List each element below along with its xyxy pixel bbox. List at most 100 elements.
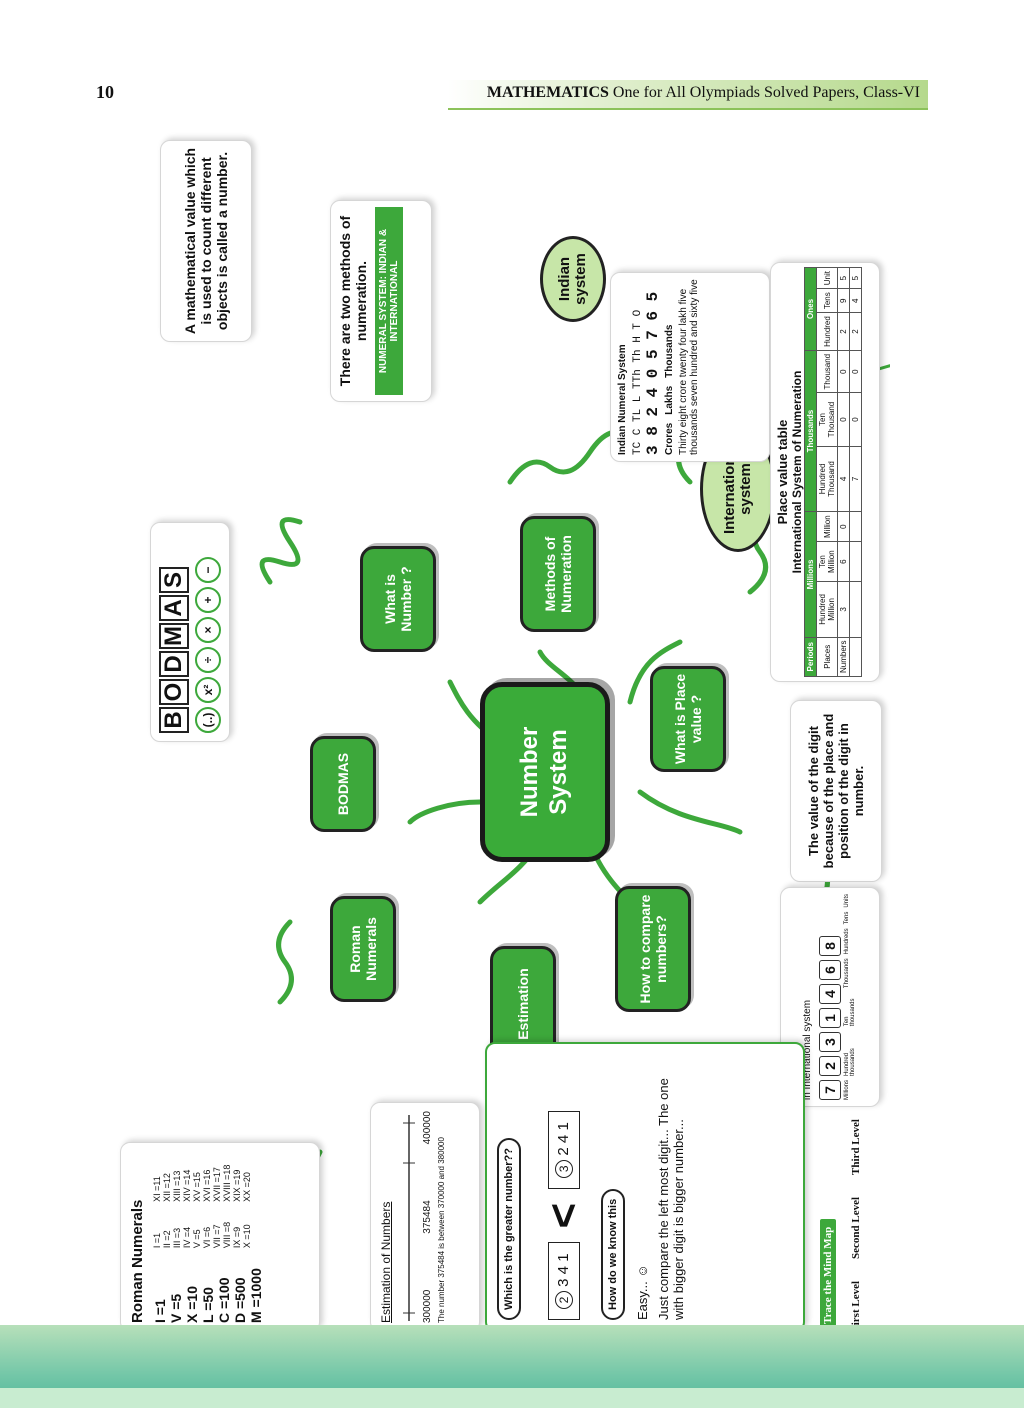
roman-big: L =50	[200, 1287, 216, 1323]
roman-big: M =1000	[248, 1268, 264, 1323]
pv-place: Hundred	[816, 312, 838, 351]
pv-place: Ten Million	[816, 541, 838, 582]
branch-roman[interactable]: Roman Numerals	[330, 896, 396, 1002]
compare-explain: Just compare the left most digit... The …	[656, 1078, 686, 1320]
example-labels: Millions Hundred thousands Ten thousands…	[844, 894, 856, 1100]
methods-label: NUMERAL SYSTEM: INDIAN & INTERNATIONAL	[375, 207, 403, 395]
bodmas-symbols: (..) x² ÷ × + −	[195, 531, 221, 733]
pv-extra: 5	[849, 267, 862, 289]
pv-extra: 4	[849, 288, 862, 313]
book-title-text: One for All Olympiads Solved Papers, Cla…	[612, 84, 920, 101]
example-label: Tens	[844, 911, 850, 925]
branch-bodmas[interactable]: BODMAS	[310, 736, 376, 832]
roman-numerals-box: Roman Numerals I =1 V =5 X =10 L =50 C =…	[120, 1142, 320, 1332]
pv-num: 0	[837, 392, 850, 447]
estimation-box: Estimation of Numbers 300000 375484 4000…	[370, 1102, 480, 1332]
example-digits: 7231468	[819, 894, 841, 1100]
pv-period-ones: Ones	[804, 267, 817, 351]
pv-subtitle: International System of Numeration	[790, 370, 804, 574]
book-title: MATHEMATICS One for All Olympiads Solved…	[487, 84, 920, 102]
methods-text: There are two methods of numeration.	[337, 215, 369, 387]
example-label: Hundreds	[844, 928, 850, 955]
group-lakhs: Lakhs	[664, 385, 675, 415]
pv-num: 0	[837, 350, 850, 393]
bodmas-letter: S	[159, 567, 189, 593]
center-node[interactable]: Number System	[480, 682, 610, 862]
indian-digits: 3 8 2 4 0 5 7 6 5	[644, 291, 662, 455]
example-digit: 6	[819, 960, 841, 980]
roman-item: XX =20	[242, 1172, 252, 1202]
branch-compare[interactable]: How to compare numbers?	[615, 886, 691, 1012]
branch-methods[interactable]: Methods of Numeration	[520, 516, 596, 632]
level-third: Third Level	[850, 1119, 862, 1175]
roman-col1: I =1 II =2 III =3 IV =4 V =5 VI =6 VII =…	[152, 1222, 264, 1248]
pv-num: 9	[837, 288, 850, 313]
pv-extra	[849, 511, 862, 542]
roman-item: VIII =8	[222, 1221, 232, 1249]
roman-big: C =100	[216, 1277, 232, 1323]
pv-num: 2	[837, 312, 850, 351]
methods-box: There are two methods of numeration. NUM…	[330, 200, 432, 402]
example-label: Ten thousands	[844, 998, 856, 1027]
roman-item: IX =9	[232, 1226, 242, 1249]
roman-item: III =3	[172, 1227, 182, 1249]
pv-extra: 0	[849, 350, 862, 393]
example-digit: 8	[819, 936, 841, 956]
subject-label: MATHEMATICS	[486, 84, 609, 101]
branch-what-is-number[interactable]: What is Number ?	[360, 546, 436, 652]
pv-periods-label: Periods	[804, 637, 817, 677]
example-label: Hundred thousands	[844, 1048, 856, 1076]
compare-num2-box: 3 2 4 1	[548, 1111, 580, 1189]
bodmas-letter: D	[159, 651, 189, 677]
pv-place: Hundred Thousand	[816, 446, 838, 512]
divide-icon: ÷	[195, 647, 221, 673]
compare-num2: 2 4 1	[555, 1122, 572, 1156]
pv-place: Million	[816, 511, 838, 542]
estimation-right: 400000	[422, 1111, 433, 1145]
bodmas-letter: O	[159, 679, 189, 705]
compare-num2-circle: 3	[555, 1159, 573, 1178]
roman-item: XVII =17	[212, 1167, 222, 1202]
pv-num: 0	[837, 511, 850, 542]
brackets-icon: (..)	[195, 707, 221, 733]
compare-easy: Easy... ☺	[635, 1264, 650, 1320]
compare-row: 2 3 4 1 < 3 2 4 1	[539, 1054, 589, 1320]
bodmas-letter: B	[159, 707, 189, 733]
pv-place: Ten Thousand	[816, 392, 838, 447]
indian-system-oval[interactable]: Indian system	[540, 236, 606, 322]
branch-place-value[interactable]: What is Place value ?	[650, 666, 726, 772]
pv-period-thousands: Thousands	[804, 350, 817, 512]
bodmas-letter: M	[159, 623, 189, 649]
roman-title: Roman Numerals	[129, 1199, 146, 1323]
pv-extra-label	[849, 637, 862, 677]
roman-item: XI =11	[152, 1176, 162, 1202]
group-crores: Crores	[664, 422, 675, 455]
page-number: 10	[96, 82, 114, 102]
minus-icon: −	[195, 557, 221, 583]
trace-label: Trace the Mind Map	[820, 1218, 836, 1332]
pv-num: 5	[837, 267, 850, 289]
estimation-left: 300000	[422, 1289, 433, 1323]
plus-icon: +	[195, 587, 221, 613]
place-value-definition-text: The value of the digit because of the pl…	[806, 713, 866, 869]
pv-extra: 0	[849, 392, 862, 447]
roman-item: XVIII =18	[222, 1164, 232, 1202]
roman-big: V =5	[168, 1293, 184, 1323]
pv-extra	[849, 541, 862, 582]
estimation-title: Estimation of Numbers	[379, 1201, 393, 1323]
less-than-sign: <	[539, 1202, 588, 1229]
compare-bubble: Which is the greater number??	[497, 1138, 521, 1320]
example-digit: 1	[819, 1008, 841, 1028]
pv-extra: 7	[849, 446, 862, 512]
roman-item: XIV =14	[182, 1169, 192, 1202]
pv-place: Hundred Million	[816, 581, 838, 638]
number-line	[403, 1115, 415, 1321]
roman-columns: I =1 V =5 X =10 L =50 C =100 D =500 M =1…	[152, 1151, 264, 1323]
pv-num: 6	[837, 541, 850, 582]
pv-num: 3	[837, 581, 850, 638]
estimation-note: The number 375484 is between 370000 and …	[437, 1137, 446, 1323]
compare-box: Which is the greater number?? 2 3 4 1 < …	[485, 1042, 805, 1332]
estimation-values: 300000 375484 400000	[422, 1111, 433, 1323]
compare-num1-circle: 2	[555, 1291, 573, 1309]
roman-big-col: I =1 V =5 X =10 L =50 C =100 D =500 M =1…	[152, 1268, 264, 1323]
